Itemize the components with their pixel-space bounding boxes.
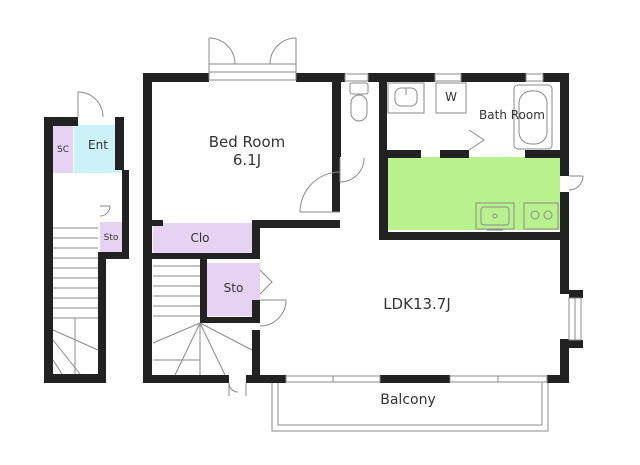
stove-icon xyxy=(523,202,559,230)
storage-area xyxy=(207,263,260,316)
bedroom-name: Bed Room xyxy=(208,133,286,151)
doors xyxy=(77,37,584,396)
bedroom-label: Bed Room 6.1J xyxy=(192,133,302,169)
stairs-left xyxy=(52,227,99,375)
bedroom-size: 6.1J xyxy=(232,151,262,169)
ldk-label: LDK13.7J xyxy=(383,295,451,313)
main-walls xyxy=(143,73,583,383)
bath-label: Bath Room xyxy=(479,108,545,122)
balcony-outline xyxy=(271,383,549,432)
bathtub-icon xyxy=(513,84,553,150)
vanity-sink-icon xyxy=(387,82,425,114)
kitchen-counter xyxy=(388,157,560,230)
stairs-main xyxy=(152,265,253,376)
entrance-label: Ent xyxy=(88,138,108,152)
washer-label: W xyxy=(445,90,457,104)
small-storage-area xyxy=(100,222,122,256)
toilet-icon xyxy=(349,82,369,122)
shoe-closet-area xyxy=(53,125,73,173)
small-storage-label: Sto xyxy=(103,233,119,243)
windows xyxy=(208,63,582,383)
storage-label: Sto xyxy=(223,281,244,295)
closet-area xyxy=(153,223,252,254)
closet-label: Clo xyxy=(190,231,210,245)
balcony-label: Balcony xyxy=(380,392,436,408)
stair-unit-walls xyxy=(44,117,129,383)
washer-space-icon xyxy=(435,82,467,114)
shoe-closet-label: SC xyxy=(57,145,69,155)
kitchen-sink-icon xyxy=(475,202,515,231)
